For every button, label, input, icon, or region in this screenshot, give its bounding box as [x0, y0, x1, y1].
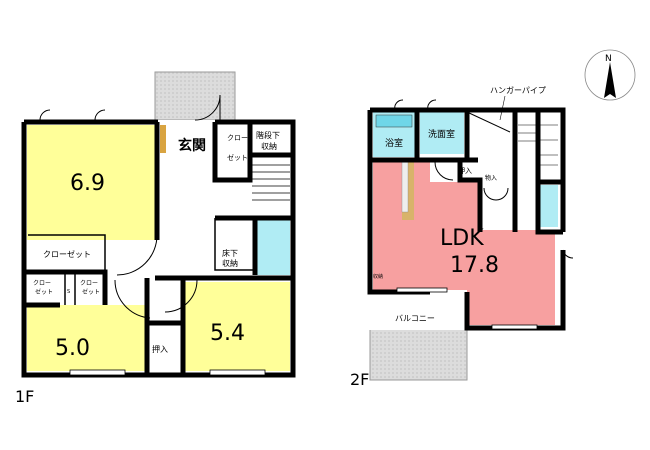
- floor-2: LDK 17.8 浴室 洗面室 押入 物入 収納 バルコニー ハンガーパイプ 2…: [350, 85, 574, 389]
- floor-storage-label: 床下: [222, 248, 238, 258]
- oshiire-1f-label: 押入: [152, 344, 168, 354]
- compass: N: [584, 49, 636, 101]
- doors-2f: [394, 99, 574, 259]
- floor-1-label: 1F: [15, 387, 34, 406]
- doors-1f: [39, 94, 221, 319]
- toilet-2f: [540, 185, 558, 227]
- ldk-label: LDK: [440, 226, 484, 251]
- room-5-4-size: 5.4: [210, 321, 245, 346]
- washroom: [420, 112, 464, 154]
- bathtub: [375, 114, 413, 128]
- floor-2-label: 2F: [350, 370, 369, 389]
- room-5-0-size: 5.0: [55, 336, 90, 361]
- bath-label: 浴室: [385, 137, 403, 149]
- small-storage-2f-label: 収納: [373, 273, 383, 280]
- ldk-size: 17.8: [450, 253, 499, 278]
- closet-4-label-2: ゼット: [82, 288, 100, 296]
- closet-4-label: クロー: [80, 280, 98, 287]
- storage-2f-label: 物入: [485, 174, 497, 182]
- closet-2-label: クローゼット: [43, 249, 91, 259]
- stair-storage-label: 階段下: [256, 130, 280, 140]
- room-6-9: [27, 125, 155, 240]
- stair-storage-label-2: 収納: [261, 141, 277, 151]
- floor-1: 6.9 5.0 5.4 玄関 クロー ゼット 階段下 収納 床下 収納 クローゼ…: [15, 71, 296, 406]
- washroom-label: 洗面室: [428, 128, 455, 140]
- shoe-rack: [160, 125, 166, 153]
- north-arrow-icon: [604, 62, 616, 98]
- closet-label-2: ゼット: [227, 153, 248, 162]
- walls-2f: [367, 107, 566, 331]
- balcony-label: バルコニー: [395, 314, 435, 323]
- closet-3-label-2: ゼット: [35, 288, 53, 296]
- ldk-room: [373, 162, 555, 325]
- stairs-1f: [252, 164, 290, 201]
- compass-north-label: N: [605, 54, 612, 64]
- porch: [154, 71, 236, 121]
- oshiire-2f-label: 押入: [458, 166, 472, 175]
- small-storage-label: S: [67, 289, 70, 295]
- room-5-4: [183, 282, 290, 371]
- toilet-1f: [255, 220, 290, 275]
- walls-1f: [21, 119, 296, 378]
- closet-label: クロー: [227, 134, 248, 142]
- closet-3-label: クロー: [33, 280, 51, 287]
- room-6-9-size: 6.9: [70, 171, 105, 196]
- room-5-0: [27, 305, 145, 371]
- hanger-pipe-label: ハンガーパイプ: [490, 85, 546, 95]
- entrance-label: 玄関: [178, 137, 206, 154]
- floor-storage-label-2: 収納: [222, 258, 238, 268]
